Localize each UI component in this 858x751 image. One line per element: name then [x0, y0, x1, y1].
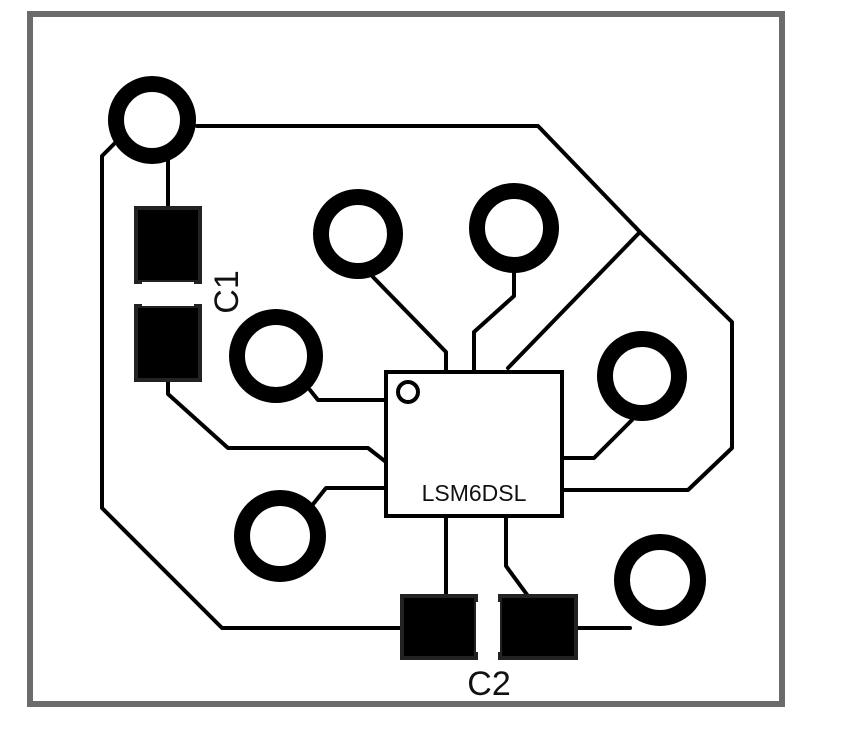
through-hole-pad-6 — [234, 490, 326, 582]
c1-pad-top — [134, 206, 202, 284]
ic-lsm6dsl: LSM6DSL — [384, 370, 564, 518]
ic-pin1-indicator-icon — [396, 380, 420, 404]
trace-left-perimeter — [100, 138, 404, 630]
c2-pad-left — [400, 594, 478, 660]
trace-pad3-ic — [371, 275, 448, 374]
c1-pad-bottom — [134, 304, 202, 382]
through-hole-pad-2 — [313, 189, 403, 279]
capacitor-c1 — [134, 206, 202, 382]
c2-label: C2 — [467, 665, 510, 703]
through-hole-pad-5 — [597, 331, 687, 421]
through-hole-pad-1 — [108, 76, 196, 164]
trace-pad5-ic — [308, 388, 388, 402]
trace-pad7-ic — [308, 486, 388, 510]
c1-label: C1 — [208, 270, 246, 313]
c2-pad-right — [498, 594, 578, 660]
trace-c1-ic — [166, 378, 388, 464]
capacitor-c2 — [400, 594, 578, 660]
c2-pad-gap — [476, 602, 500, 652]
through-hole-pad-7 — [614, 534, 706, 626]
c1-pad-gap — [142, 282, 194, 306]
trace-ic-c2-right — [504, 514, 530, 598]
trace-diagonal-right — [506, 230, 642, 370]
trace-pad6-ic — [560, 418, 634, 460]
ic-label: LSM6DSL — [422, 480, 527, 506]
through-hole-pad-4 — [229, 309, 323, 403]
trace-pad4-ic — [472, 264, 516, 374]
trace-top-route — [195, 124, 734, 492]
through-hole-pad-3 — [469, 183, 559, 273]
